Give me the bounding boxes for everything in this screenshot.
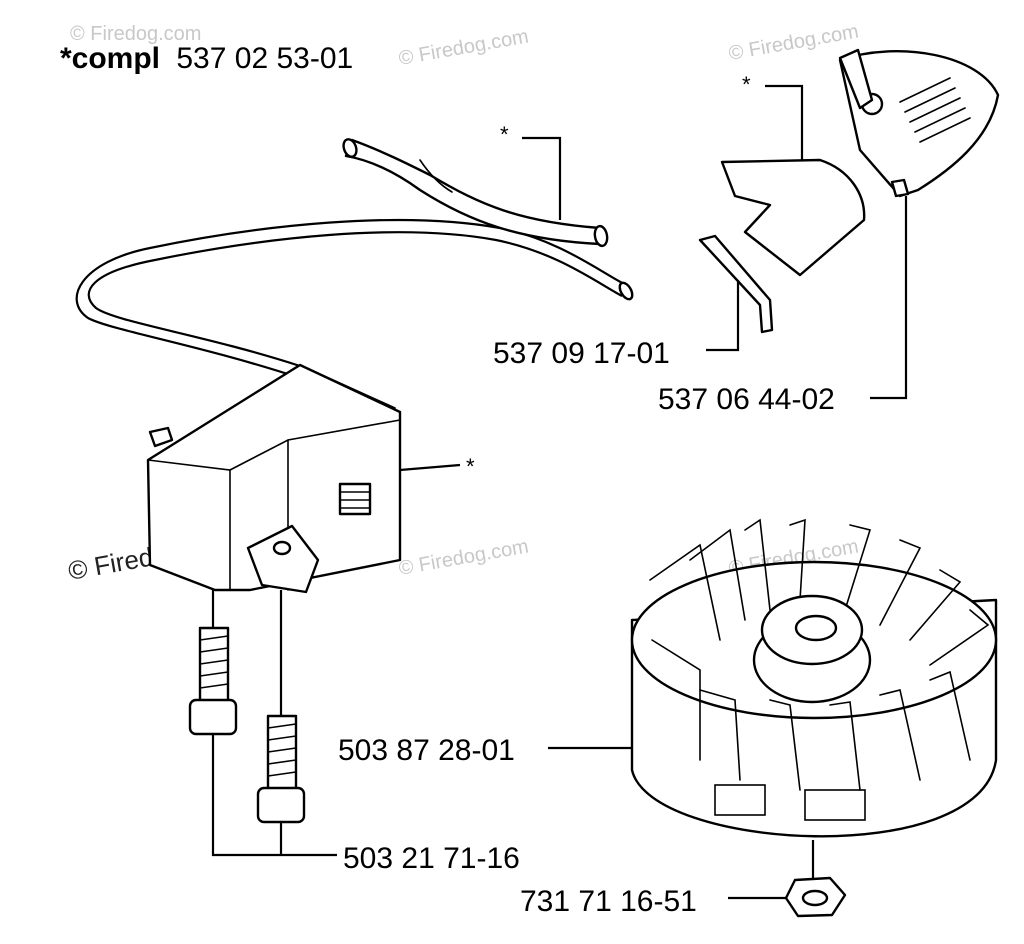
page-title: *compl 537 02 53-01 xyxy=(60,42,353,75)
flywheel-part xyxy=(630,518,998,838)
part-number-label: 537 06 44-02 xyxy=(658,383,835,416)
part-number-label: 731 71 16-51 xyxy=(520,885,697,918)
asterisk-marker: * xyxy=(466,454,475,479)
watermark: © Firedog.com xyxy=(397,25,530,69)
tank-part xyxy=(146,363,402,594)
part-number-label: 503 87 28-01 xyxy=(338,734,515,767)
guide-plate-part xyxy=(698,158,866,334)
watermark: © Firedog.com xyxy=(70,23,201,45)
leader-lines xyxy=(211,84,908,900)
watermark: © Firedog.com xyxy=(397,535,530,579)
part-number-label: 503 21 71-16 xyxy=(343,842,520,875)
nut-part xyxy=(784,876,847,918)
part-number-label: 537 09 17-01 xyxy=(493,337,670,370)
asterisk-marker: * xyxy=(500,122,509,147)
title-part-number: 537 02 53-01 xyxy=(176,42,353,75)
bolt-part xyxy=(188,626,306,824)
asterisk-marker: * xyxy=(742,72,751,97)
cover-part xyxy=(838,48,1000,198)
title-prefix: *compl xyxy=(60,42,160,75)
fuel-hose-part xyxy=(75,138,634,380)
